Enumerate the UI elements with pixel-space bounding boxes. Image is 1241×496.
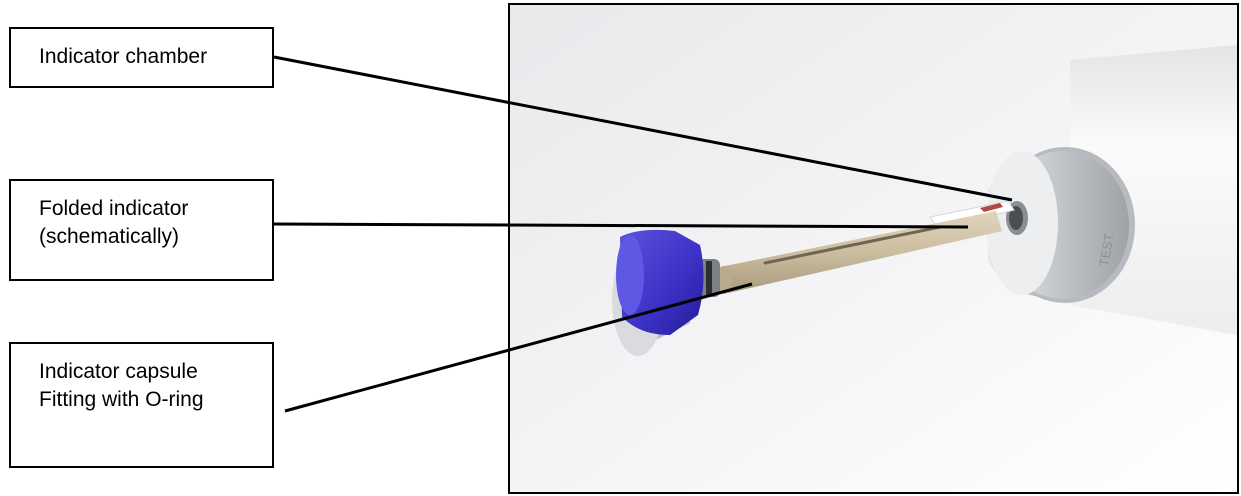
label-capsule-text-line2: Fitting with O-ring (39, 386, 272, 414)
photo-illustration: TEST (510, 5, 1237, 492)
aluminium-cap: TEST (986, 147, 1135, 303)
label-chamber-text: Indicator chamber (39, 43, 272, 71)
label-capsule-text-line1: Indicator capsule (39, 358, 272, 386)
product-photo: TEST (508, 3, 1239, 494)
label-indicator-chamber: Indicator chamber (9, 27, 274, 88)
label-folded-indicator: Folded indicator (schematically) (9, 179, 274, 281)
label-indicator-capsule: Indicator capsule Fitting with O-ring (9, 342, 274, 468)
label-folded-text-line1: Folded indicator (39, 195, 272, 223)
label-folded-text-line2: (schematically) (39, 223, 272, 251)
